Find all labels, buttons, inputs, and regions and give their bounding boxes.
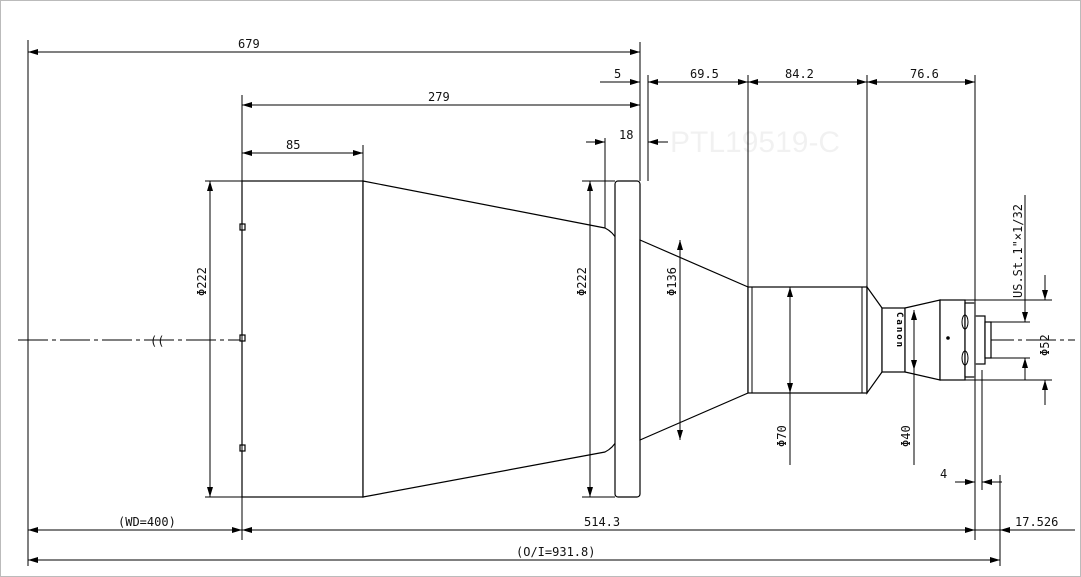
dim-seg3: 76.6 xyxy=(910,67,939,81)
dim-flange-offset: 5 xyxy=(614,67,621,81)
dim-mid-diameter: Φ70 xyxy=(775,425,789,447)
dim-cone-diameter: Φ136 xyxy=(665,267,679,296)
vertical-dimensions: Φ222 Φ222 Φ136 Φ70 Φ40 Φ52 US.St.1"×1/32 xyxy=(195,181,1052,497)
dim-to-flange: 279 xyxy=(428,90,450,104)
horizontal-dimensions: 679 279 85 5 69.5 84.2 76.6 18 4 (WD=400… xyxy=(28,37,1075,563)
dim-seg2: 84.2 xyxy=(785,67,814,81)
watermark: PTL19519-C xyxy=(670,126,840,159)
brand-mark: Canon xyxy=(894,312,904,349)
extension-lines xyxy=(27,40,1052,566)
dim-front-diameter: Φ222 xyxy=(195,267,209,296)
dim-mount-diameter: Φ52 xyxy=(1038,334,1052,356)
lens-body: Canon xyxy=(239,180,992,498)
dim-rear-diameter: Φ40 xyxy=(899,425,913,447)
dim-object-image: (O/I=931.8) xyxy=(516,545,595,559)
dim-front-barrel: 85 xyxy=(286,138,300,152)
dim-total-length: 679 xyxy=(238,37,260,51)
dim-mount-depth: 4 xyxy=(940,467,947,481)
dim-back-focus: 17.526 xyxy=(1015,515,1058,529)
dim-thread: US.St.1"×1/32 xyxy=(1011,204,1025,298)
dim-lens-length: 514.3 xyxy=(584,515,620,529)
dim-flange-diameter: Φ222 xyxy=(575,267,589,296)
dim-working-distance: (WD=400) xyxy=(118,515,176,529)
break-symbol: (( xyxy=(150,334,164,348)
dim-flange-thickness: 18 xyxy=(619,128,633,142)
dim-seg1: 69.5 xyxy=(690,67,719,81)
